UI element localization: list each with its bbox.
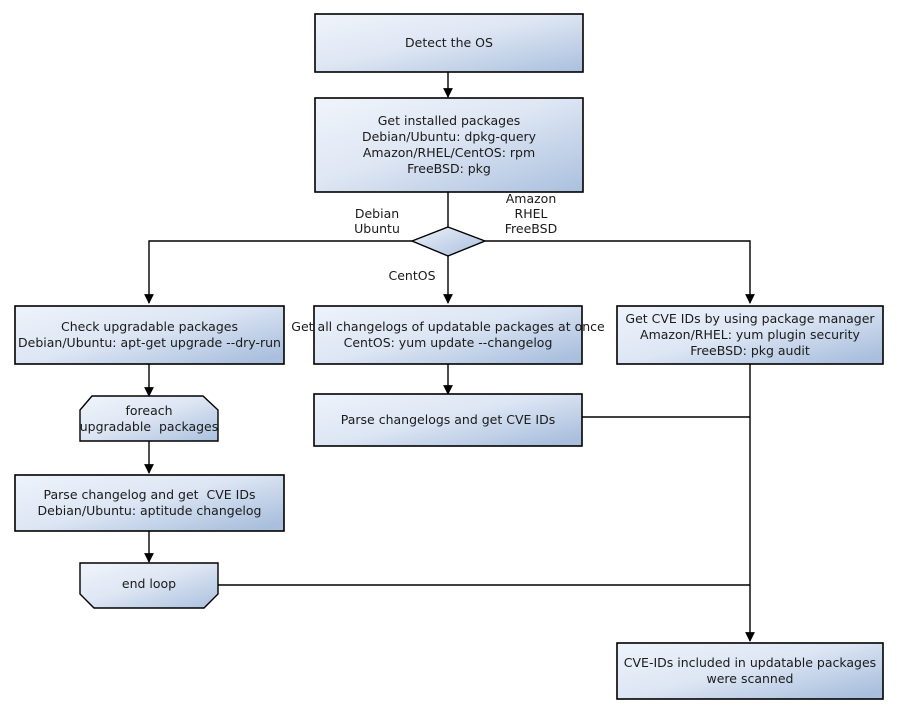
node-end-loop-shape <box>79 562 219 609</box>
edge-decision-amazon <box>485 240 755 304</box>
node-foreach-shape <box>79 395 219 442</box>
node-get-cve-pkgmgr-shape <box>616 305 884 365</box>
node-result-shape <box>616 642 884 700</box>
edge-decision-debian <box>144 240 412 304</box>
edge-label-centos: CentOS <box>388 268 436 283</box>
node-decision-shape <box>410 226 487 257</box>
edge-label-debian-ubuntu: Debian Ubuntu <box>354 206 400 236</box>
node-check-upgradable-shape <box>14 305 285 365</box>
node-get-installed-shape <box>314 97 584 193</box>
node-get-changelogs-shape <box>313 305 583 365</box>
edge-label-amazon-rhel-freebsd: Amazon RHEL FreeBSD <box>504 191 558 236</box>
node-detect-os-shape <box>314 13 584 73</box>
node-parse-changelog-shape <box>14 474 285 532</box>
node-parse-changelogs-all-shape <box>313 393 583 447</box>
